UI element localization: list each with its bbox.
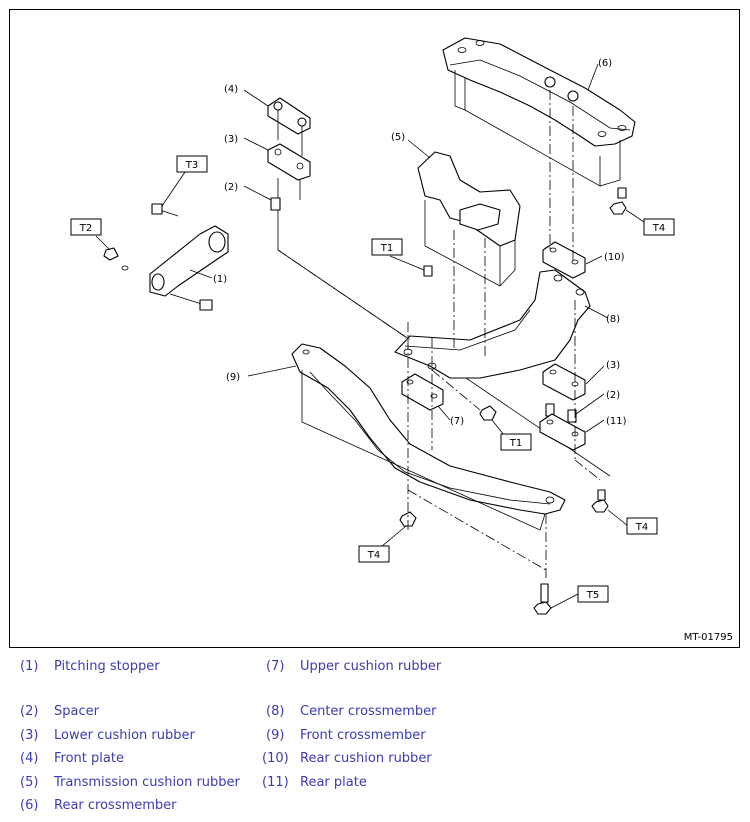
label-2-right: (2) <box>606 390 620 401</box>
legend-text: Rear crossmember <box>54 798 177 813</box>
legend-num: (8) <box>266 704 285 719</box>
diagram-drawing: (4) (3) (2) (1) (5) (6) (10) (8) (9) (7)… <box>70 37 675 615</box>
svg-text:T4: T4 <box>652 223 665 234</box>
legend-text: Rear cushion rubber <box>300 751 432 766</box>
center-lines <box>277 90 601 580</box>
label-1: (1) <box>213 274 227 285</box>
legend-text: Front crossmember <box>300 728 426 743</box>
exploded-diagram: (4) (3) (2) (1) (5) (6) (10) (8) (9) (7)… <box>9 9 740 648</box>
upper-cushion-rubber <box>401 373 444 411</box>
callout-t4-top-right: T4 <box>643 218 675 236</box>
svg-text:T3: T3 <box>185 160 198 171</box>
label-11: (11) <box>606 416 627 427</box>
torque-callouts: T3 T2 T1 T1 T4 T4 T4 T5 <box>70 155 675 603</box>
callout-t1-upper: T1 <box>371 238 403 256</box>
legend-text: Rear plate <box>300 775 367 790</box>
legend-num: (2) <box>20 704 39 719</box>
legend-text: Pitching stopper <box>54 659 160 674</box>
legend-text: Transmission cushion rubber <box>54 775 240 790</box>
callout-t3: T3 <box>176 155 208 173</box>
callout-t4-bottom-left: T4 <box>358 545 390 563</box>
label-5: (5) <box>391 132 405 143</box>
legend-num: (6) <box>20 798 39 813</box>
center-crossmember <box>394 269 591 379</box>
label-9: (9) <box>226 372 240 383</box>
legend-text: Front plate <box>54 751 124 766</box>
legend-num: (5) <box>20 775 39 790</box>
transmission-cushion-rubber <box>417 151 521 287</box>
label-6: (6) <box>598 58 612 69</box>
svg-text:T1: T1 <box>509 438 522 449</box>
svg-text:T2: T2 <box>79 223 92 234</box>
label-10: (10) <box>604 252 625 263</box>
rear-cushion-rubber <box>542 241 586 279</box>
label-2-left: (2) <box>224 182 238 193</box>
label-3-left: (3) <box>224 134 238 145</box>
svg-text:T4: T4 <box>367 550 380 561</box>
svg-text:T4: T4 <box>635 522 648 533</box>
legend: (1) Pitching stopper (2) Spacer (3) Lowe… <box>0 655 750 822</box>
legend-num: (4) <box>20 751 39 766</box>
legend-num: (7) <box>266 659 285 674</box>
label-8: (8) <box>606 314 620 325</box>
rear-mount-assembly <box>539 363 586 451</box>
callout-t1-lower: T1 <box>500 433 532 451</box>
callout-t2: T2 <box>70 218 102 236</box>
legend-num: (9) <box>266 728 285 743</box>
rear-crossmember <box>442 37 636 187</box>
svg-text:T5: T5 <box>586 590 599 601</box>
legend-text: Upper cushion rubber <box>300 659 442 674</box>
legend-text: Center crossmember <box>300 704 437 719</box>
legend-num: (1) <box>20 659 39 674</box>
svg-text:T1: T1 <box>380 243 393 254</box>
callout-t5: T5 <box>577 585 609 603</box>
pitching-stopper <box>103 203 229 311</box>
legend-num: (11) <box>262 775 289 790</box>
label-3-right: (3) <box>606 360 620 371</box>
label-7: (7) <box>450 416 464 427</box>
label-4: (4) <box>224 84 238 95</box>
front-crossmember <box>291 343 566 531</box>
legend-num: (10) <box>262 751 289 766</box>
part-labels: (4) (3) (2) (1) (5) (6) (10) (8) (9) (7)… <box>213 58 627 427</box>
legend-num: (3) <box>20 728 39 743</box>
leader-lines <box>95 63 651 609</box>
legend-text: Spacer <box>54 704 99 719</box>
legend-text: Lower cushion rubber <box>54 728 195 743</box>
fasteners <box>399 187 627 615</box>
figure-id: MT-01795 <box>683 632 733 643</box>
callout-t4-bottom-right: T4 <box>626 517 658 535</box>
